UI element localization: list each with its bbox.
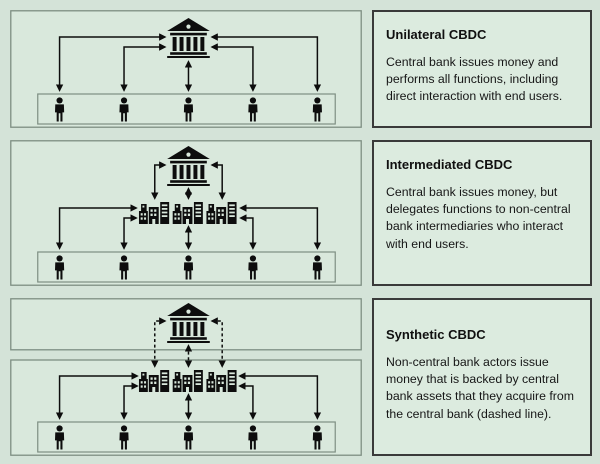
panel-title: Unilateral CBDC — [386, 27, 487, 42]
solid-arrows — [55, 161, 322, 250]
panel-unilateral: Unilateral CBDC Central bank issues mone… — [10, 10, 592, 128]
intermediated-diagram — [10, 140, 362, 286]
panel-title: Synthetic CBDC — [386, 327, 486, 342]
unilateral-diagram — [10, 10, 362, 128]
end-users-box — [37, 93, 336, 125]
intermediated-textbox: Intermediated CBDC Central bank issues m… — [372, 140, 592, 286]
synthetic-diagram-svg — [10, 298, 362, 456]
unilateral-textbox: Unilateral CBDC Central bank issues mone… — [372, 10, 592, 128]
panel-description: Central bank issues money, but delegates… — [386, 185, 571, 251]
panel-title: Intermediated CBDC — [386, 157, 513, 172]
synthetic-textbox: Synthetic CBDC Non-central bank actors i… — [372, 298, 592, 456]
panel-description: Central bank issues money and performs a… — [386, 55, 563, 104]
synthetic-diagram — [10, 298, 362, 456]
unilateral-diagram-svg — [10, 10, 362, 128]
panel-description: Non-central bank actors issue money that… — [386, 355, 574, 421]
panel-synthetic: Synthetic CBDC Non-central bank actors i… — [10, 298, 592, 456]
solid-arrows — [55, 372, 322, 420]
intermediated-diagram-svg — [10, 140, 362, 286]
solid-arrows — [55, 33, 322, 92]
end-users-box — [37, 421, 336, 453]
end-users-box — [37, 251, 336, 283]
dashed-arrows — [151, 317, 226, 368]
panel-intermediated: Intermediated CBDC Central bank issues m… — [10, 140, 592, 286]
